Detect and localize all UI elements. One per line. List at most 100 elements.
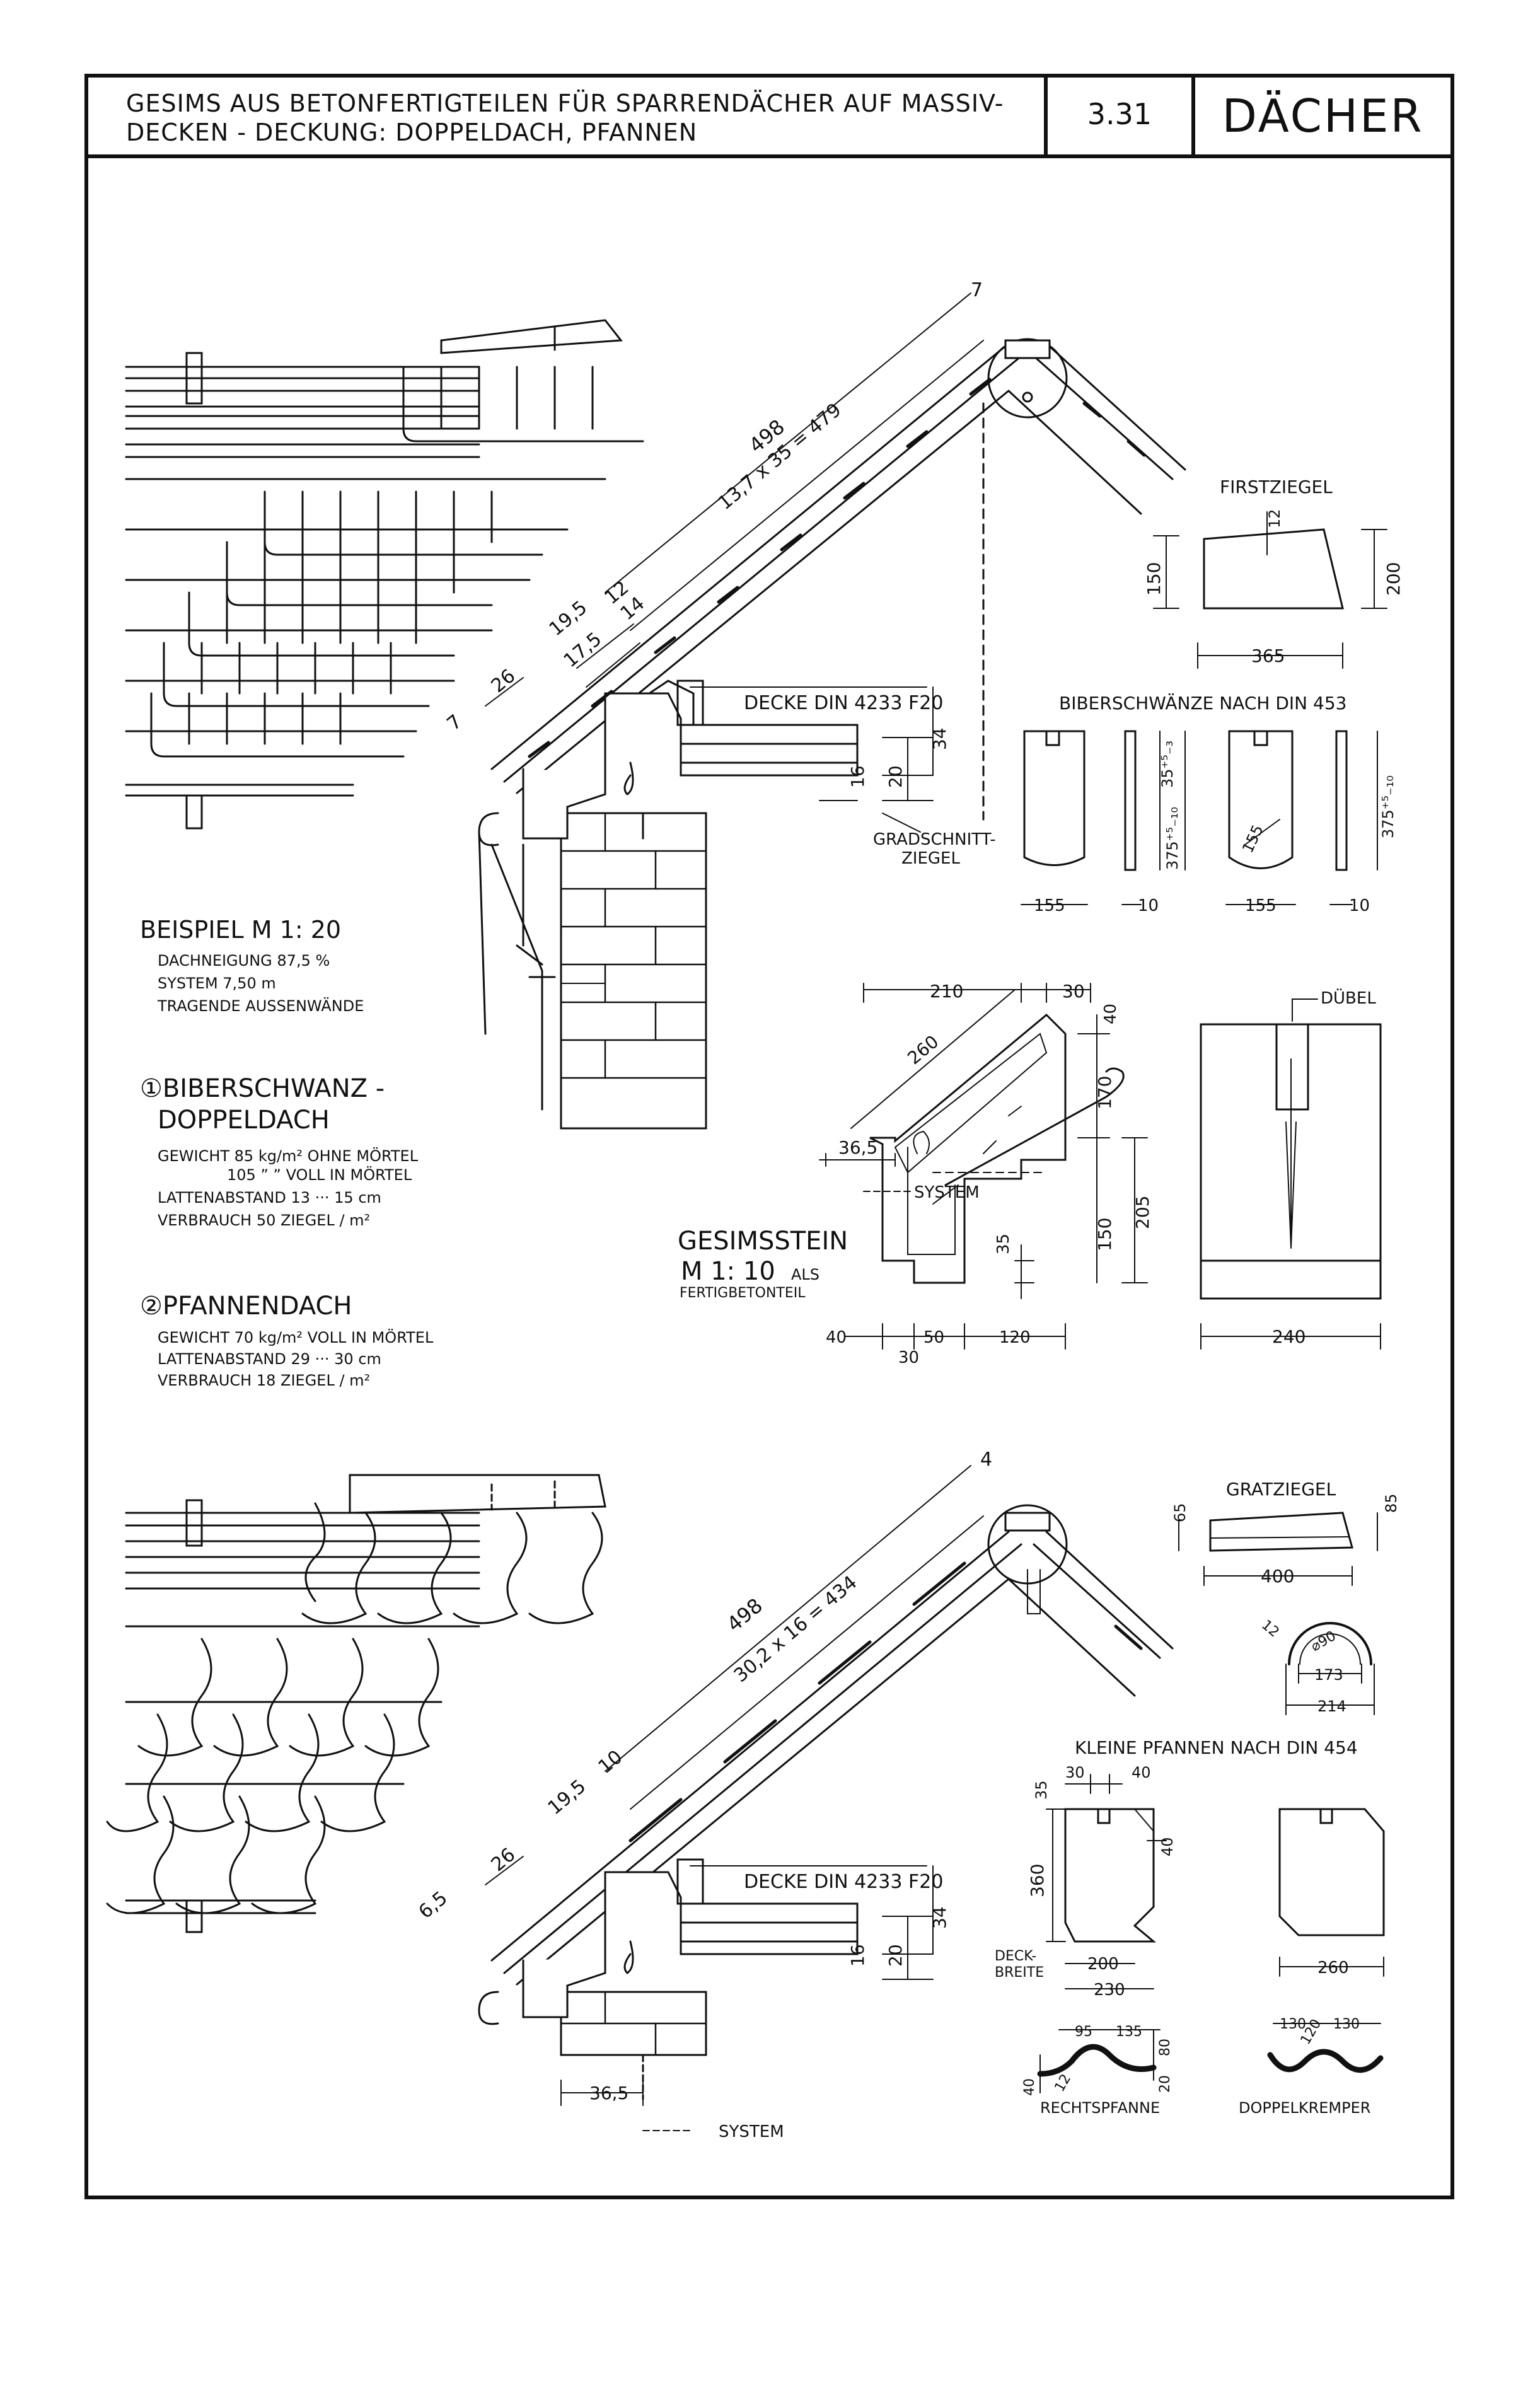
firstziegel-dim-365: 365 bbox=[1251, 645, 1285, 666]
dim-20-top: 20 bbox=[885, 765, 906, 788]
pfannen-rechts-label: RECHTSPFANNE bbox=[1040, 2099, 1160, 2117]
gratziegel-dim-90: ⌀90 bbox=[1309, 1628, 1339, 1655]
dim-34-bottom: 34 bbox=[929, 1906, 950, 1929]
example-line-1: DACHNEIGUNG 87,5 % bbox=[158, 952, 330, 969]
section-title: DÄCHER bbox=[1222, 90, 1424, 142]
roof2-line-1: GEWICHT 70 kg/m² VOLL IN MÖRTEL bbox=[158, 1328, 434, 1346]
gesims-dim-b30: 30 bbox=[898, 1348, 919, 1367]
pfannen-dim-35: 35 bbox=[1033, 1780, 1050, 1800]
gesims-dim-b50: 50 bbox=[923, 1328, 944, 1347]
pfannen-dim-135: 135 bbox=[1116, 2024, 1142, 2040]
gesims-dim-35: 35 bbox=[994, 1234, 1013, 1254]
pfannen-dim-80: 80 bbox=[1157, 2039, 1173, 2056]
gesims-dim-b120: 120 bbox=[999, 1328, 1031, 1347]
gradschnitt-line-1: GRADSCHNITT- bbox=[873, 830, 996, 849]
pfannen-dim-260: 260 bbox=[1317, 1959, 1349, 1977]
sheet-number: 3.31 bbox=[1048, 78, 1195, 154]
gratziegel-dim-214: 214 bbox=[1317, 1698, 1346, 1715]
pfannen-dim-40c: 40 bbox=[1022, 2078, 1038, 2096]
biber-dim-35: 35⁺⁵₋₃ bbox=[1159, 741, 1176, 788]
duebel-detail: DÜBEL 240 bbox=[1200, 988, 1382, 1350]
gesims-dim-260: 260 bbox=[903, 1031, 942, 1069]
pfannen-dim-230: 230 bbox=[1094, 1981, 1125, 1999]
gratziegel-dim-85: 85 bbox=[1382, 1493, 1400, 1513]
dim-top-top: 7 bbox=[971, 279, 983, 301]
pfannen-dim-40a: 40 bbox=[1132, 1764, 1151, 1781]
biber-dim-10a: 10 bbox=[1138, 896, 1159, 915]
biber-dim-155c: 155 bbox=[1239, 822, 1267, 855]
gesims-title-2: M 1: 10 bbox=[681, 1257, 775, 1286]
dim-16-bottom: 16 bbox=[847, 1944, 868, 1967]
pfannen-dim-40b: 40 bbox=[1159, 1837, 1176, 1856]
gesims-dim-365: 36,5 bbox=[838, 1137, 877, 1158]
example-notes: BEISPIEL M 1: 20 DACHNEIGUNG 87,5 % SYST… bbox=[140, 916, 364, 1015]
gesims-dim-205: 205 bbox=[1132, 1196, 1153, 1229]
dim-16-top: 16 bbox=[847, 765, 868, 788]
roof1-line-1: GEWICHT 85 kg/m² OHNE MÖRTEL bbox=[158, 1147, 419, 1165]
biber-dim-10b: 10 bbox=[1349, 896, 1370, 915]
deck-label-top: DECKE DIN 4233 F20 bbox=[744, 692, 943, 714]
pfannen-dim-130a: 130 bbox=[1280, 2017, 1306, 2032]
roof2-title: ②PFANNENDACH bbox=[140, 1292, 352, 1321]
dim-a-bottom: 19,5 bbox=[544, 1775, 591, 1819]
gratziegel-dim-65: 65 bbox=[1171, 1503, 1189, 1522]
pfannen-dim-200: 200 bbox=[1087, 1955, 1119, 1974]
dim-c-top: 17,5 bbox=[560, 628, 606, 672]
sheet-title-line-2: DECKEN - DECKUNG: DOPPELDACH, PFANNEN bbox=[126, 119, 698, 146]
gesims-dim-b40: 40 bbox=[826, 1328, 847, 1347]
system-bottom: SYSTEM bbox=[719, 2122, 784, 2141]
gesims-title-1: GESIMSSTEIN bbox=[678, 1227, 848, 1256]
example-line-2: SYSTEM 7,50 m bbox=[158, 975, 276, 992]
gratziegel-dim-400: 400 bbox=[1261, 1566, 1294, 1587]
dim-b-bottom: 10 bbox=[594, 1746, 627, 1778]
dim-f-bottom: 6,5 bbox=[415, 1887, 452, 1923]
pfannen-dim-20: 20 bbox=[1157, 2075, 1173, 2093]
firstziegel-label: FIRSTZIEGEL bbox=[1220, 477, 1333, 497]
pfannen-label: KLEINE PFANNEN NACH DIN 454 bbox=[1075, 1737, 1358, 1758]
dim-top-bottom: 4 bbox=[980, 1449, 992, 1471]
gesimsstein-detail: 210 30 40 260 170 205 150 35 36,5 SYSTEM… bbox=[678, 981, 1153, 1367]
duebel-label: DÜBEL bbox=[1321, 988, 1376, 1008]
roof2-line-2: LATTENABSTAND 29 ··· 30 cm bbox=[158, 1350, 381, 1368]
dim-e-top: 26 bbox=[487, 665, 520, 697]
gesims-dim-40: 40 bbox=[1101, 1004, 1120, 1024]
pfannen-tiles-detail: KLEINE PFANNEN NACH DIN 454 30 40 35 40 … bbox=[995, 1737, 1385, 2117]
firstziegel-dim-200: 200 bbox=[1383, 562, 1404, 596]
dim-spacing-top: 13,7 x 35 = 479 bbox=[714, 399, 846, 514]
roof1-line-2: 105 ” ” VOLL IN MÖRTEL bbox=[227, 1166, 412, 1184]
dim-365-bottom: 36,5 bbox=[589, 2083, 628, 2103]
gratziegel-dim-173: 173 bbox=[1314, 1666, 1343, 1684]
gesims-dim-150: 150 bbox=[1094, 1218, 1115, 1251]
gesims-dim-170: 170 bbox=[1094, 1076, 1115, 1109]
firstziegel-dim-150: 150 bbox=[1143, 562, 1164, 596]
dim-rafter-bottom: 498 bbox=[722, 1594, 767, 1636]
gradschnitt-line-2: ZIEGEL bbox=[901, 849, 960, 868]
example-line-3: TRAGENDE AUSSENWÄNDE bbox=[157, 997, 364, 1015]
roof1-line-4: VERBRAUCH 50 ZIEGEL / m² bbox=[158, 1212, 370, 1229]
biber-dim-375a: 375⁺⁵₋₁₀ bbox=[1164, 807, 1181, 870]
biber-label: BIBERSCHWÄNZE NACH DIN 453 bbox=[1059, 693, 1346, 714]
dim-20-bottom: 20 bbox=[885, 1944, 906, 1967]
gesims-dim-30: 30 bbox=[1062, 981, 1085, 1002]
gesims-dim-210: 210 bbox=[930, 981, 963, 1002]
pfannen-roof-plan-view bbox=[106, 1474, 606, 1933]
title-block: GESIMS AUS BETONFERTIGTEILEN FÜR SPARREN… bbox=[88, 78, 1450, 158]
roof1-title-2: DOPPELDACH bbox=[158, 1106, 330, 1135]
pfannen-dim-130b: 130 bbox=[1333, 2017, 1360, 2032]
roof1-notes: ①BIBERSCHWANZ - DOPPELDACH GEWICHT 85 kg… bbox=[140, 1074, 419, 1229]
biber-dim-155a: 155 bbox=[1034, 896, 1065, 915]
pfannen-doppel-label: DOPPELKREMPER bbox=[1239, 2099, 1370, 2117]
biber-roof-plan-view bbox=[125, 319, 644, 830]
dim-34-top: 34 bbox=[929, 727, 950, 750]
firstziegel-dim-12: 12 bbox=[1266, 509, 1283, 528]
example-title: BEISPIEL M 1: 20 bbox=[140, 916, 341, 944]
pfannen-dim-12: 12 bbox=[1052, 2071, 1075, 2095]
gratziegel-dim-12: 12 bbox=[1258, 1617, 1282, 1640]
pfannen-dim-30: 30 bbox=[1065, 1764, 1085, 1781]
gesims-system: SYSTEM bbox=[914, 1183, 980, 1202]
gratziegel-detail: GRATZIEGEL 65 85 400 12 ⌀90 173 214 bbox=[1171, 1479, 1400, 1715]
pfannen-deck-1: DECK- bbox=[995, 1948, 1036, 1964]
roof1-title-1: ①BIBERSCHWANZ - bbox=[140, 1074, 385, 1103]
gesims-title-2-suffix: ALS bbox=[791, 1266, 819, 1283]
